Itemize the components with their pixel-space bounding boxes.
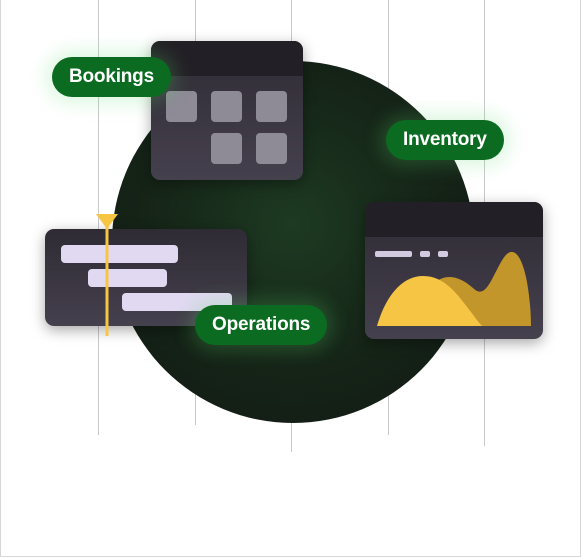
timeline-marker-icon [96,214,118,336]
operations-label: Operations [195,305,328,345]
grid-line [98,0,99,435]
calendar-card [151,41,303,180]
card-titlebar [151,41,303,76]
header-dash [438,251,448,257]
calendar-tile [211,133,242,164]
analytics-card [365,202,543,339]
analytics-chart-icon [377,251,531,326]
inventory-label: Inventory [386,120,504,160]
calendar-tile [256,91,287,122]
card-titlebar [365,202,543,237]
bookings-label: Bookings [52,57,171,97]
calendar-tile [211,91,242,122]
gantt-card [45,229,247,326]
gantt-bar [61,245,178,263]
calendar-tile [256,133,287,164]
header-dash [420,251,430,257]
calendar-tile [166,91,197,122]
header-dash [375,251,412,257]
